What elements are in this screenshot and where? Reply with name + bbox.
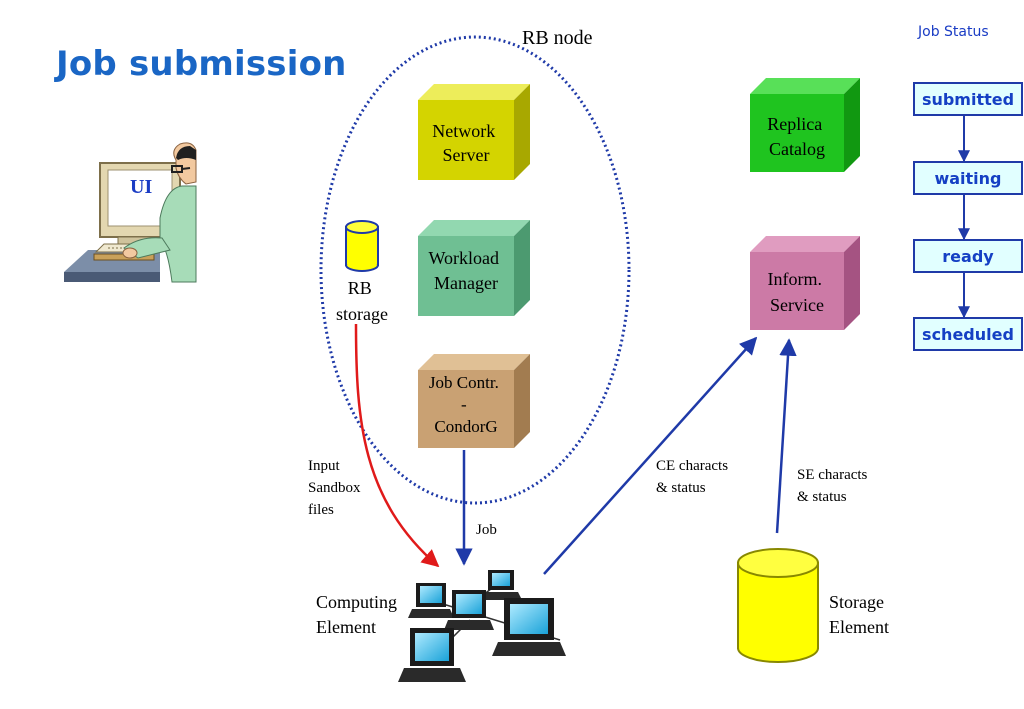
svg-text:submitted: submitted bbox=[922, 90, 1014, 109]
job-status-heading: Job Status bbox=[917, 24, 989, 40]
computing-element-label: Computing Element bbox=[316, 592, 402, 637]
job-status-ready: ready bbox=[913, 239, 1023, 273]
network-server-label: Network Server bbox=[432, 121, 499, 165]
computing-element-cluster bbox=[398, 570, 566, 682]
input-sandbox-arrow bbox=[354, 323, 440, 568]
workload-manager-box bbox=[418, 220, 530, 316]
storage-element-label: Storage Element bbox=[829, 592, 889, 637]
svg-text:ready: ready bbox=[942, 247, 994, 266]
rb-node-label: RB node bbox=[522, 27, 593, 49]
storage-element-cylinder bbox=[737, 548, 819, 663]
replica-catalog-box bbox=[750, 78, 860, 172]
svg-text:waiting: waiting bbox=[934, 169, 1001, 188]
rb-storage-label: RB storage bbox=[336, 278, 388, 324]
user-interface-illustration bbox=[64, 142, 197, 283]
ce-characts-label: CE characts & status bbox=[656, 458, 732, 496]
rb-storage-cylinder bbox=[345, 220, 379, 272]
page-title: Job submission bbox=[56, 44, 347, 84]
inform-service-label: Inform. Service bbox=[768, 269, 827, 315]
replica-catalog-label: Replica Catalog bbox=[767, 114, 826, 159]
job-controller-box bbox=[418, 354, 530, 448]
se-characts-label: SE characts & status bbox=[797, 467, 871, 505]
job-status-waiting: waiting bbox=[913, 161, 1023, 195]
job-status-scheduled: scheduled bbox=[913, 317, 1023, 351]
workload-manager-label: Workload Manager bbox=[428, 248, 503, 293]
rb-node-boundary bbox=[319, 35, 631, 505]
svg-text:scheduled: scheduled bbox=[922, 325, 1014, 344]
network-server-box bbox=[418, 84, 530, 180]
inform-service-box bbox=[750, 236, 860, 330]
ui-label: UI bbox=[130, 176, 152, 198]
job-controller-label: Job Contr. - CondorG bbox=[429, 373, 503, 436]
job-status-submitted: submitted bbox=[913, 82, 1023, 116]
job-label: Job bbox=[476, 522, 497, 538]
input-sandbox-label: Input Sandbox files bbox=[308, 458, 364, 518]
ce-to-inform-arrow bbox=[543, 336, 758, 575]
se-to-inform-arrow bbox=[775, 338, 797, 534]
